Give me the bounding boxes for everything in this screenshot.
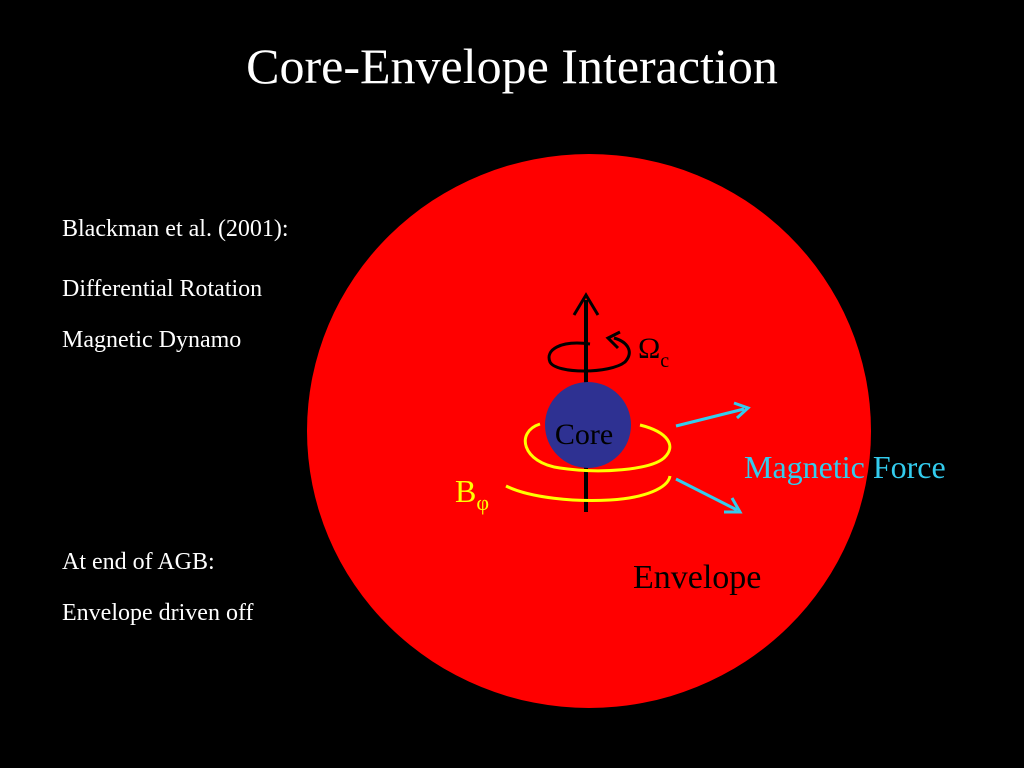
core-circle — [545, 382, 631, 468]
envelope-label: Envelope — [633, 559, 761, 596]
force-arrow-upper-head — [733, 401, 751, 420]
envelope-driven-off-text: Envelope driven off — [62, 600, 254, 626]
magnetic-dynamo-text: Magnetic Dynamo — [62, 327, 242, 353]
omega-subscript: c — [660, 350, 669, 372]
bfield-subscript: φ — [476, 490, 489, 515]
rotation-curl-arrow — [547, 336, 631, 373]
rotation-axis-arrowhead — [572, 292, 600, 316]
magnetic-force-label: Magnetic Force — [744, 449, 946, 485]
rotation-curl-arrowhead — [605, 330, 621, 350]
bfield-label: Bφ — [455, 473, 489, 515]
force-arrow-lower-head — [724, 497, 743, 514]
bfield-symbol: B — [455, 473, 476, 509]
force-arrow-lower — [675, 477, 738, 512]
force-arrow-upper — [675, 407, 745, 428]
field-line-inner — [523, 422, 672, 473]
differential-rotation-text: Differential Rotation — [62, 276, 263, 302]
agb-heading-text: At end of AGB: — [62, 549, 215, 575]
omega-symbol: Ω — [638, 332, 660, 365]
field-line-outer — [505, 475, 672, 502]
core-label: Core — [555, 418, 613, 451]
reference-text: Blackman et al. (2001): — [62, 216, 289, 242]
slide-title: Core-Envelope Interaction — [246, 38, 778, 94]
omega-label: Ωc — [638, 332, 669, 372]
